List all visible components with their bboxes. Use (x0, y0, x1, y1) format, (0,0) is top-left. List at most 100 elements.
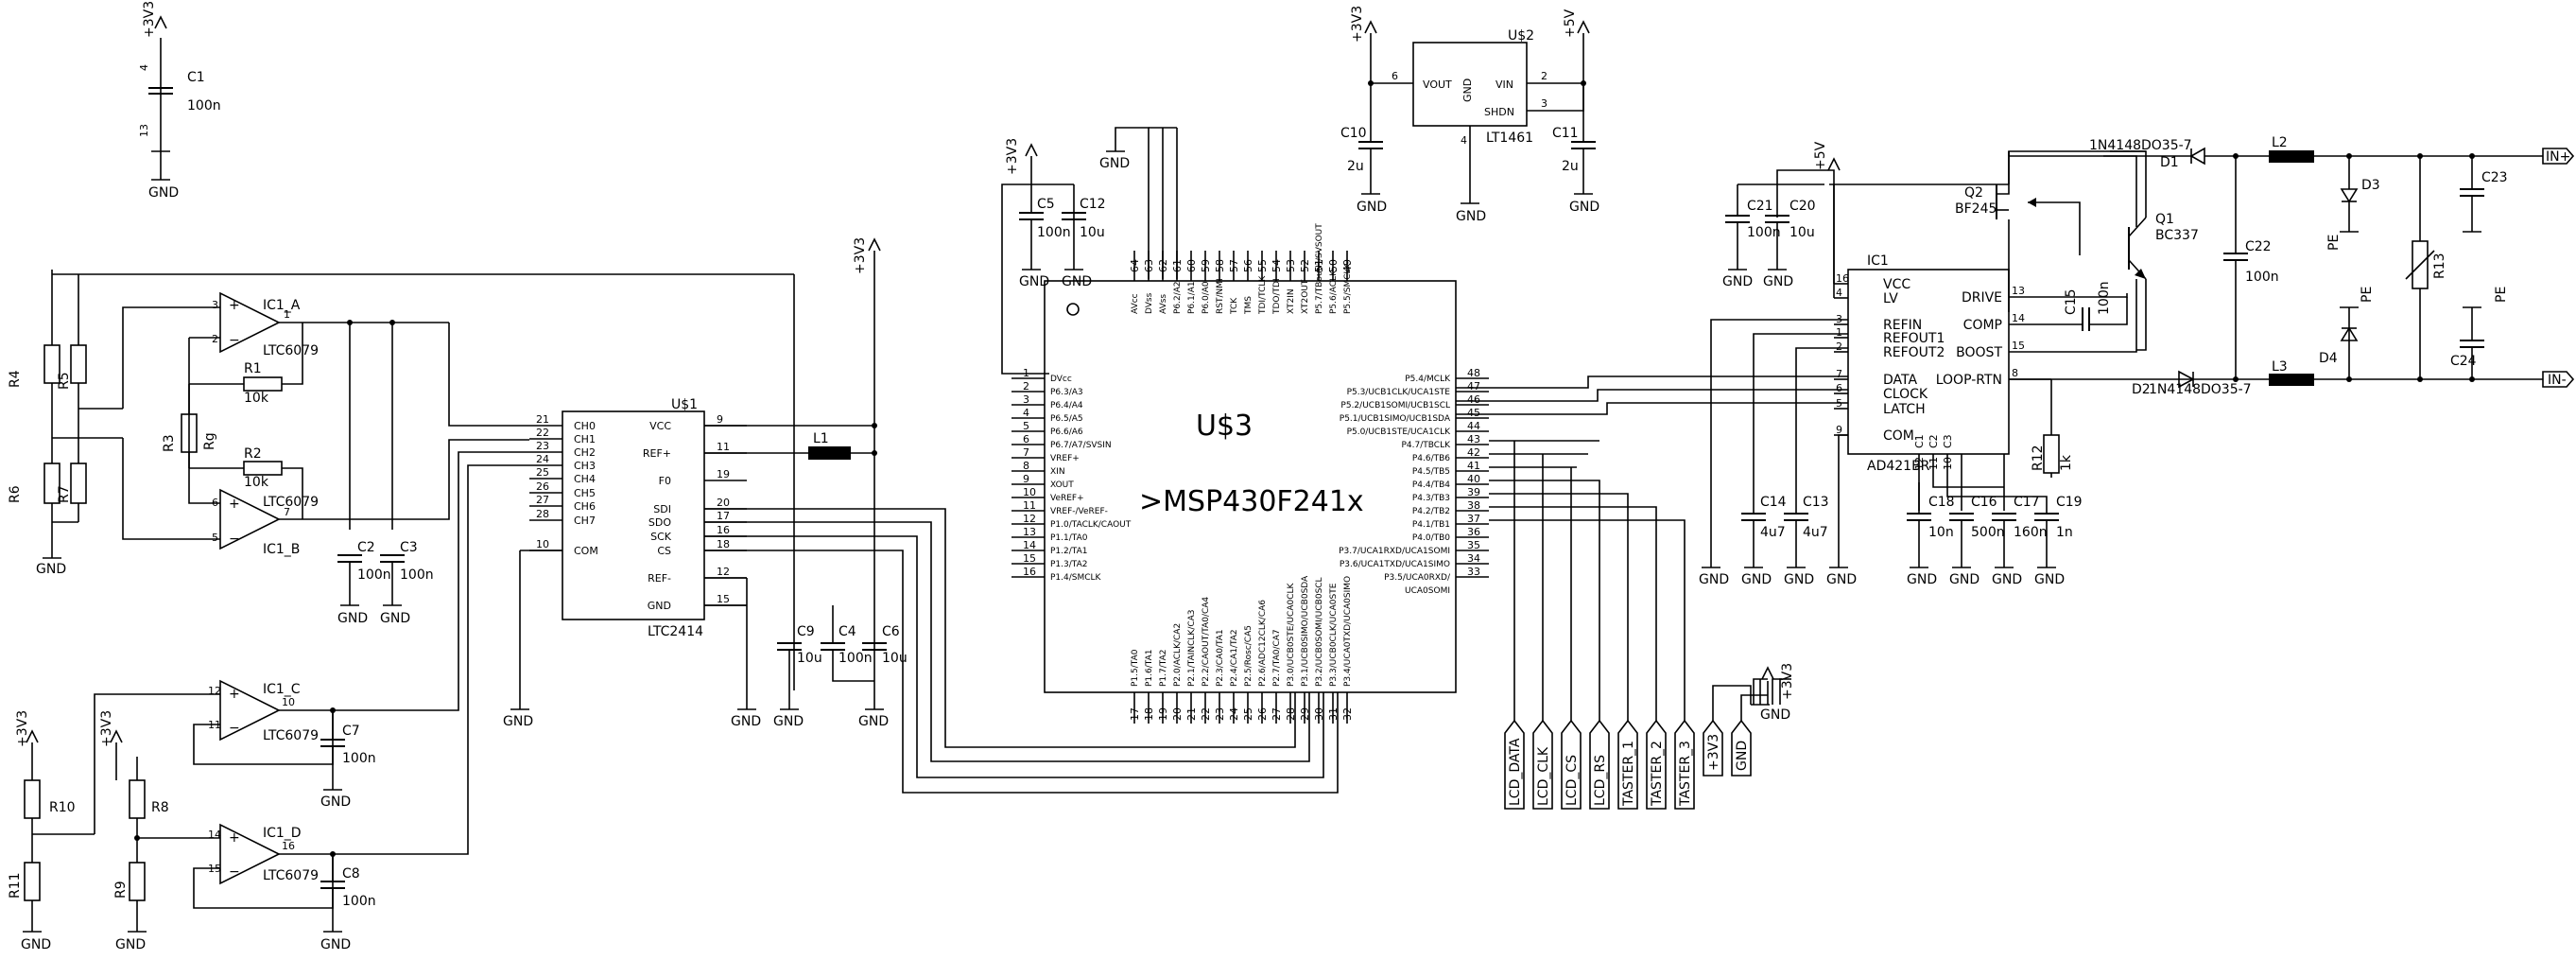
mcu-pin-number: 49 (1341, 259, 1354, 272)
svg-text:+3V3: +3V3 (1005, 138, 1020, 175)
adc-pin-number: 17 (717, 510, 730, 522)
connector-wire (1489, 506, 1657, 721)
mcu-pin-name: P6.6/A6 (1050, 428, 1083, 437)
svg-text:Q2: Q2 (1964, 185, 1983, 201)
mcu-pin-number: 46 (1467, 393, 1480, 406)
svg-text:R2: R2 (244, 446, 262, 462)
svg-text:100n: 100n (1747, 225, 1781, 240)
ad421-pin-name: C3 (1942, 434, 1954, 448)
svg-text:Q1: Q1 (2155, 212, 2174, 227)
mcu-pin-name: VREF-/VeREF- (1050, 507, 1108, 516)
mcu-pin-name: P4.4/TB4 (1412, 480, 1450, 490)
svg-text:C19: C19 (2056, 495, 2083, 510)
svg-text:4u7: 4u7 (1760, 525, 1786, 540)
svg-text:1: 1 (284, 308, 290, 321)
ad421-pin-number: 7 (1836, 368, 1842, 380)
connector-pin-label: LCD_CLK (1536, 746, 1551, 806)
svg-text:PE: PE (2326, 235, 2342, 251)
adc-pin-number: 12 (717, 566, 730, 578)
net-label-3v3: +3V3 (142, 1, 157, 38)
mcu-pin-name: RST/NMI (1216, 278, 1225, 314)
adc-pin-number: 21 (536, 413, 549, 426)
mcu-pin-name: P4.6/TB6 (1412, 454, 1450, 463)
svg-text:C2: C2 (357, 540, 375, 555)
svg-text:GND: GND (773, 714, 804, 729)
pt-sensors-r8-r11: +3V3 GND R10 R11 +3V3 GND R8 R9 (8, 710, 169, 952)
adc-pin-number: 22 (536, 427, 549, 439)
bridge-resistors: GND R4 R5 R6 R7 (8, 270, 795, 690)
connector-pin-label: LCD_CS (1565, 755, 1580, 806)
svg-text:R9: R9 (113, 881, 129, 899)
mcu-pin-number: 22 (1200, 707, 1212, 721)
adc-left-pins: 21CH022CH123CH224CH325CH426CH527CH628CH7… (529, 413, 598, 557)
mcu-pin-number: 2 (1023, 380, 1029, 393)
r5-name: R5 (57, 372, 72, 390)
mcu-pin-number: 60 (1185, 259, 1198, 272)
svg-text:GND: GND (36, 562, 66, 577)
svg-text:3: 3 (1541, 97, 1547, 110)
svg-text:100n: 100n (838, 651, 873, 666)
mcu-pin-number: 62 (1157, 259, 1169, 272)
mcu-pin-number: 50 (1327, 259, 1340, 272)
mcu-pin-number: 20 (1171, 707, 1184, 721)
adc-pin-name: CH2 (574, 446, 596, 459)
svg-text:−: − (229, 532, 240, 547)
mcu-pin-name: P3.1/UCB0SIMO/UCB0SDA (1301, 575, 1310, 687)
mcu-pin-name: P3.0/UCB0STE/UCA0CLK (1287, 582, 1296, 687)
opamp-ic1a: +− 321 IC1_A LTC6079 (122, 291, 529, 530)
mcu-pin-name: VeREF+ (1050, 494, 1084, 503)
mcu-pin-name: P1.2/TA1 (1050, 547, 1087, 556)
svg-text:2: 2 (1541, 70, 1547, 82)
svg-text:GND: GND (1456, 209, 1486, 224)
svg-text:BC337: BC337 (2155, 228, 2199, 243)
c1-value: 100n (187, 98, 221, 113)
mcu-pin-name: AVss (1159, 294, 1168, 314)
svg-text:GND: GND (115, 937, 146, 952)
ad421-pin-name: REFOUT1 (1883, 331, 1945, 346)
svg-text:GND: GND (1357, 200, 1387, 215)
mcu-pin-number: 32 (1341, 707, 1354, 721)
mcu-pin-name: P6.4/A4 (1050, 401, 1083, 410)
mcu-pin-number: 21 (1185, 707, 1198, 721)
adc-ltc2414: U$1 LTC2414 21CH022CH123CH224CH325CH426C… (529, 397, 747, 639)
c1-decoupling: +3V3 4 13 C1 100n GND (138, 1, 221, 201)
mcu-pin-name: P5.5/SMCLK (1343, 262, 1353, 314)
loop-protection: IN+ 1N4148DO35-7 D1 L2 IN- D2 1N4148DO35… (2008, 135, 2575, 397)
svg-text:C4: C4 (838, 624, 856, 639)
mcu-pin-number: 8 (1023, 460, 1029, 472)
mcu-pin-number: 57 (1228, 259, 1240, 272)
connector-pin-label: LCD_RS (1593, 755, 1608, 806)
mcu-pin-number: 36 (1467, 526, 1480, 538)
svg-text:100n: 100n (2245, 270, 2279, 285)
spi-bus (704, 508, 1339, 794)
ad421-pin-number: 8 (2012, 367, 2018, 379)
gnd-label: GND (148, 185, 179, 201)
mcu-pin-name: TCK (1230, 297, 1239, 315)
connector-pin-tag (1703, 719, 1723, 777)
adc-pin-number: 27 (536, 494, 549, 506)
svg-text:L1: L1 (813, 431, 829, 446)
svg-text:160n: 160n (2014, 525, 2048, 540)
ad421-pin-name: LOOP-RTN (1936, 373, 2002, 388)
ad421-pin-name: BOOST (1956, 345, 2002, 360)
svg-text:LTC6079: LTC6079 (263, 495, 319, 510)
mcu-pin-number: 10 (1023, 486, 1036, 498)
mcu-pin-name: XIN (1050, 467, 1065, 477)
svg-text:GND: GND (1784, 572, 1814, 587)
mcu-pin-name: P1.6/TA1 (1145, 650, 1154, 687)
mcu-pin-number: 48 (1467, 367, 1480, 379)
opamp-ic1b: +− 657 LTC6079 IC1_B (122, 338, 529, 557)
adc-pin-name: F0 (659, 475, 671, 487)
mcu-pin-name: P6.5/A5 (1050, 414, 1083, 424)
svg-text:GND: GND (1722, 274, 1753, 289)
svg-text:D3: D3 (2361, 178, 2380, 193)
svg-text:PE: PE (2360, 287, 2375, 303)
svg-text:C8: C8 (342, 866, 360, 881)
svg-text:C12: C12 (1080, 197, 1106, 212)
svg-text:D4: D4 (2319, 351, 2338, 366)
mcu-pin-number: 23 (1214, 707, 1226, 721)
svg-text:C6: C6 (882, 624, 900, 639)
